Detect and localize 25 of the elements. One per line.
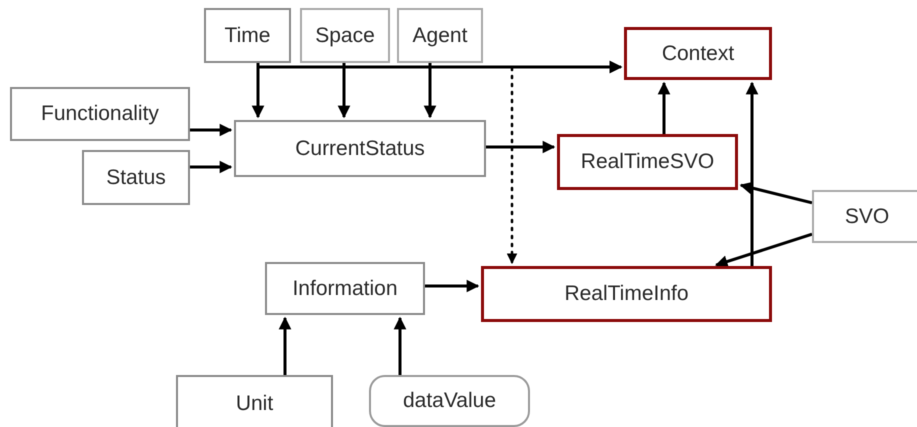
arrow [715, 232, 812, 268]
arrow [658, 82, 670, 134]
process-box: RealTimeSVO [557, 134, 738, 190]
arrow [486, 140, 556, 154]
process-box: Context [624, 27, 772, 80]
process-box: RealTimeInfo [481, 266, 772, 322]
process-box: SVO [812, 190, 917, 243]
process-box: Agent [397, 8, 483, 63]
rounded-box: dataValue [369, 375, 530, 427]
process-box: Time [204, 8, 291, 63]
process-box: Information [265, 262, 425, 315]
arrow [740, 182, 812, 204]
process-box: Unit [176, 375, 333, 427]
process-box: Status [82, 150, 190, 205]
process-box: Functionality [10, 87, 190, 141]
arrow [428, 60, 622, 74]
process-box: Space [300, 8, 390, 63]
arrow [190, 160, 232, 174]
arrow [394, 316, 406, 375]
arrow [278, 316, 292, 375]
arrow [425, 280, 480, 292]
process-box: CurrentStatus [234, 120, 486, 177]
dotted-arrow [506, 66, 518, 264]
arrow [746, 82, 758, 266]
arrow [190, 124, 232, 136]
